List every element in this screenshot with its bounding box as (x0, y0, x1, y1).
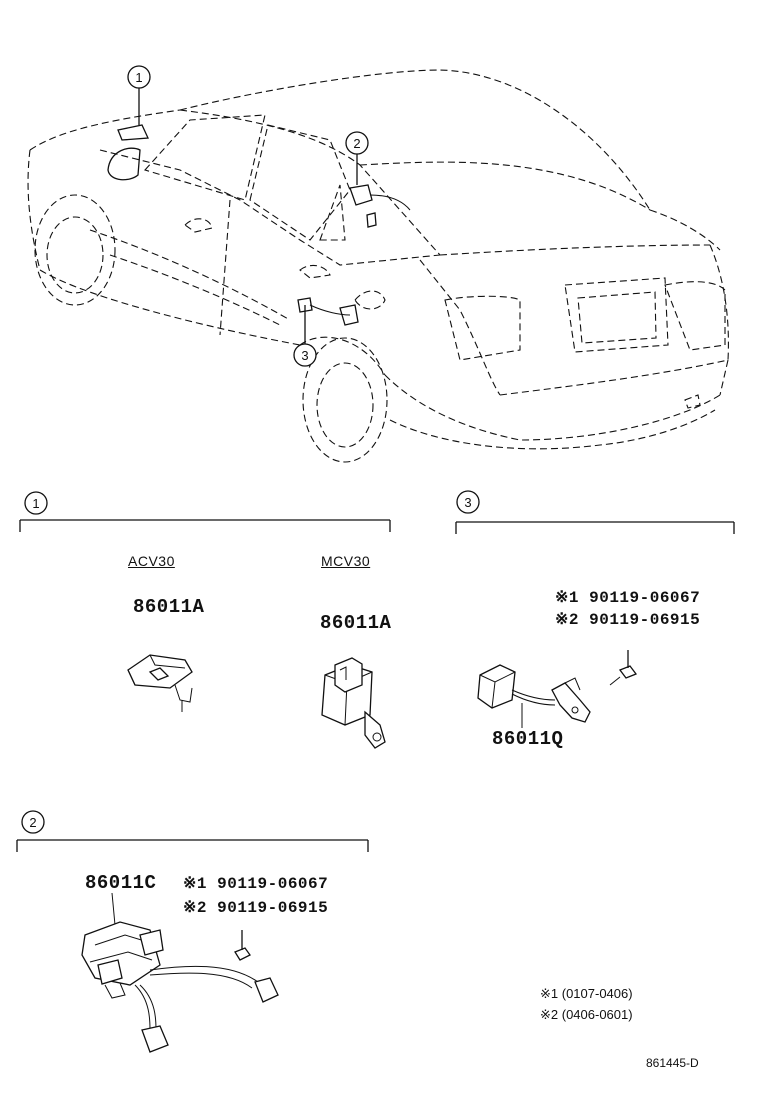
section-3-bolt-1: ※1 90119-06067 (555, 589, 701, 607)
car-illustration (27, 69, 729, 463)
section-1-right-part-number: 86011A (320, 612, 392, 634)
car-callout-3-number: 3 (301, 348, 309, 363)
section-1-left-model: ACV30 (128, 553, 175, 569)
section-2-bolt-1: ※1 90119-06067 (183, 875, 329, 893)
section-3-number: 3 (464, 495, 472, 510)
section-3-part-number: 86011Q (492, 728, 564, 750)
mcv30-part-drawing (321, 657, 386, 749)
section-2-frame (16, 810, 369, 852)
note-1: ※1 (0107-0406) (540, 986, 633, 1001)
section-3-frame (455, 490, 735, 534)
car-callout-2-number: 2 (353, 136, 361, 151)
section-3-part-drawing (477, 650, 638, 728)
note-2: ※2 (0406-0601) (540, 1007, 633, 1022)
section-2-bolt-2: ※2 90119-06915 (183, 899, 329, 917)
figure-code: 861445-D (646, 1056, 699, 1070)
car-callout-1 (117, 65, 151, 141)
section-2-number: 2 (29, 815, 37, 830)
section-2-part-number: 86011C (85, 872, 157, 894)
section-3-bolt-2: ※2 90119-06915 (555, 611, 701, 629)
section-1-frame (19, 491, 391, 532)
section-1-left-part-number: 86011A (133, 596, 205, 618)
section-1-number: 1 (32, 496, 40, 511)
car-callout-2 (345, 131, 411, 228)
car-callout-1-number: 1 (135, 70, 143, 85)
acv30-part-drawing (127, 654, 193, 712)
car-callout-3 (293, 297, 359, 367)
section-2-part-drawing (81, 892, 279, 1053)
section-1-right-model: MCV30 (321, 553, 371, 569)
